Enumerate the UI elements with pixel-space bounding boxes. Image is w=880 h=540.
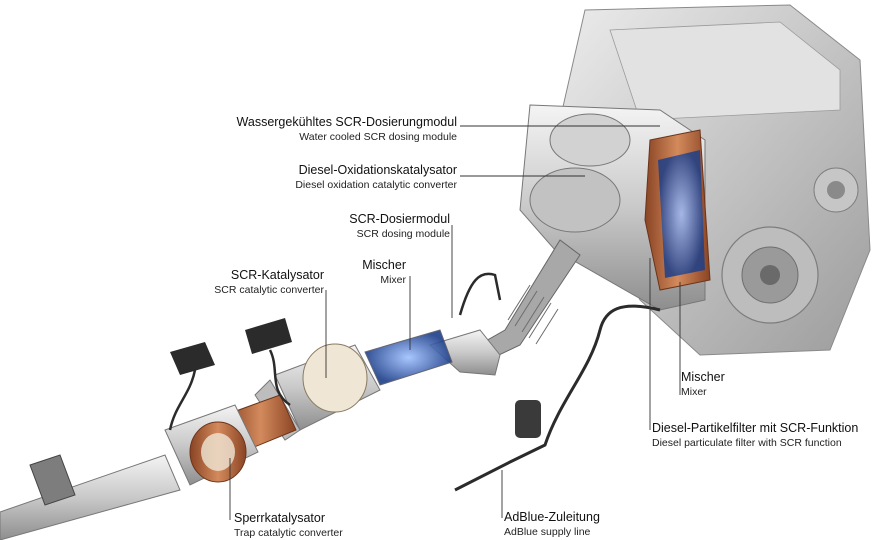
label-en: AdBlue supply line bbox=[504, 525, 591, 538]
label-trap-cat: Sperrkatalysator Trap catalytic converte… bbox=[234, 511, 343, 540]
nox-sensor-2 bbox=[245, 318, 292, 407]
doc-dpf-assembly bbox=[519, 104, 711, 311]
trap-catalyst-can bbox=[164, 404, 259, 486]
label-scr-cat: SCR-Katalysator SCR catalytic converter bbox=[214, 268, 324, 297]
label-de: Diesel-Partikelfilter mit SCR-Funktion bbox=[652, 421, 859, 435]
label-de: Mischer bbox=[362, 258, 406, 272]
adblue-line bbox=[454, 272, 661, 492]
label-de: AdBlue-Zuleitung bbox=[504, 510, 600, 524]
label-doc: Diesel-Oxidationskatalysator Diesel oxid… bbox=[295, 163, 457, 192]
label-en: SCR catalytic converter bbox=[214, 283, 324, 296]
leader-lines bbox=[229, 125, 681, 520]
label-scr-dosing: SCR-Dosiermodul SCR dosing module bbox=[349, 212, 450, 241]
nox-sensor-1 bbox=[168, 342, 215, 431]
label-en: SCR dosing module bbox=[356, 227, 450, 240]
label-adblue: AdBlue-Zuleitung AdBlue supply line bbox=[504, 510, 600, 539]
label-de: SCR-Dosiermodul bbox=[349, 212, 450, 226]
label-en: Diesel particulate filter with SCR funct… bbox=[652, 436, 842, 449]
label-mixer-right: Mischer Mixer bbox=[681, 370, 725, 399]
label-de: Mischer bbox=[681, 370, 725, 384]
label-en: Water cooled SCR dosing module bbox=[299, 130, 457, 143]
label-de: Wassergekühltes SCR-Dosierungmodul bbox=[236, 115, 457, 129]
label-dpf: Diesel-Partikelfilter mit SCR-Funktion D… bbox=[652, 421, 858, 450]
label-de: SCR-Katalysator bbox=[230, 268, 324, 282]
mixer-left bbox=[364, 329, 453, 386]
label-en: Trap catalytic converter bbox=[234, 526, 343, 539]
label-mixer-left: Mischer Mixer bbox=[362, 258, 406, 287]
label-de: Diesel-Oxidationskatalysator bbox=[298, 163, 457, 177]
label-en: Diesel oxidation catalytic converter bbox=[295, 178, 457, 191]
label-water-cooled-dosing: Wassergekühltes SCR-Dosierungmodul Water… bbox=[237, 115, 457, 144]
tailpipe bbox=[0, 454, 181, 540]
label-en: Mixer bbox=[380, 273, 406, 286]
label-de: Sperrkatalysator bbox=[234, 511, 326, 525]
flex-pipe bbox=[429, 239, 581, 376]
label-en: Mixer bbox=[681, 385, 707, 398]
